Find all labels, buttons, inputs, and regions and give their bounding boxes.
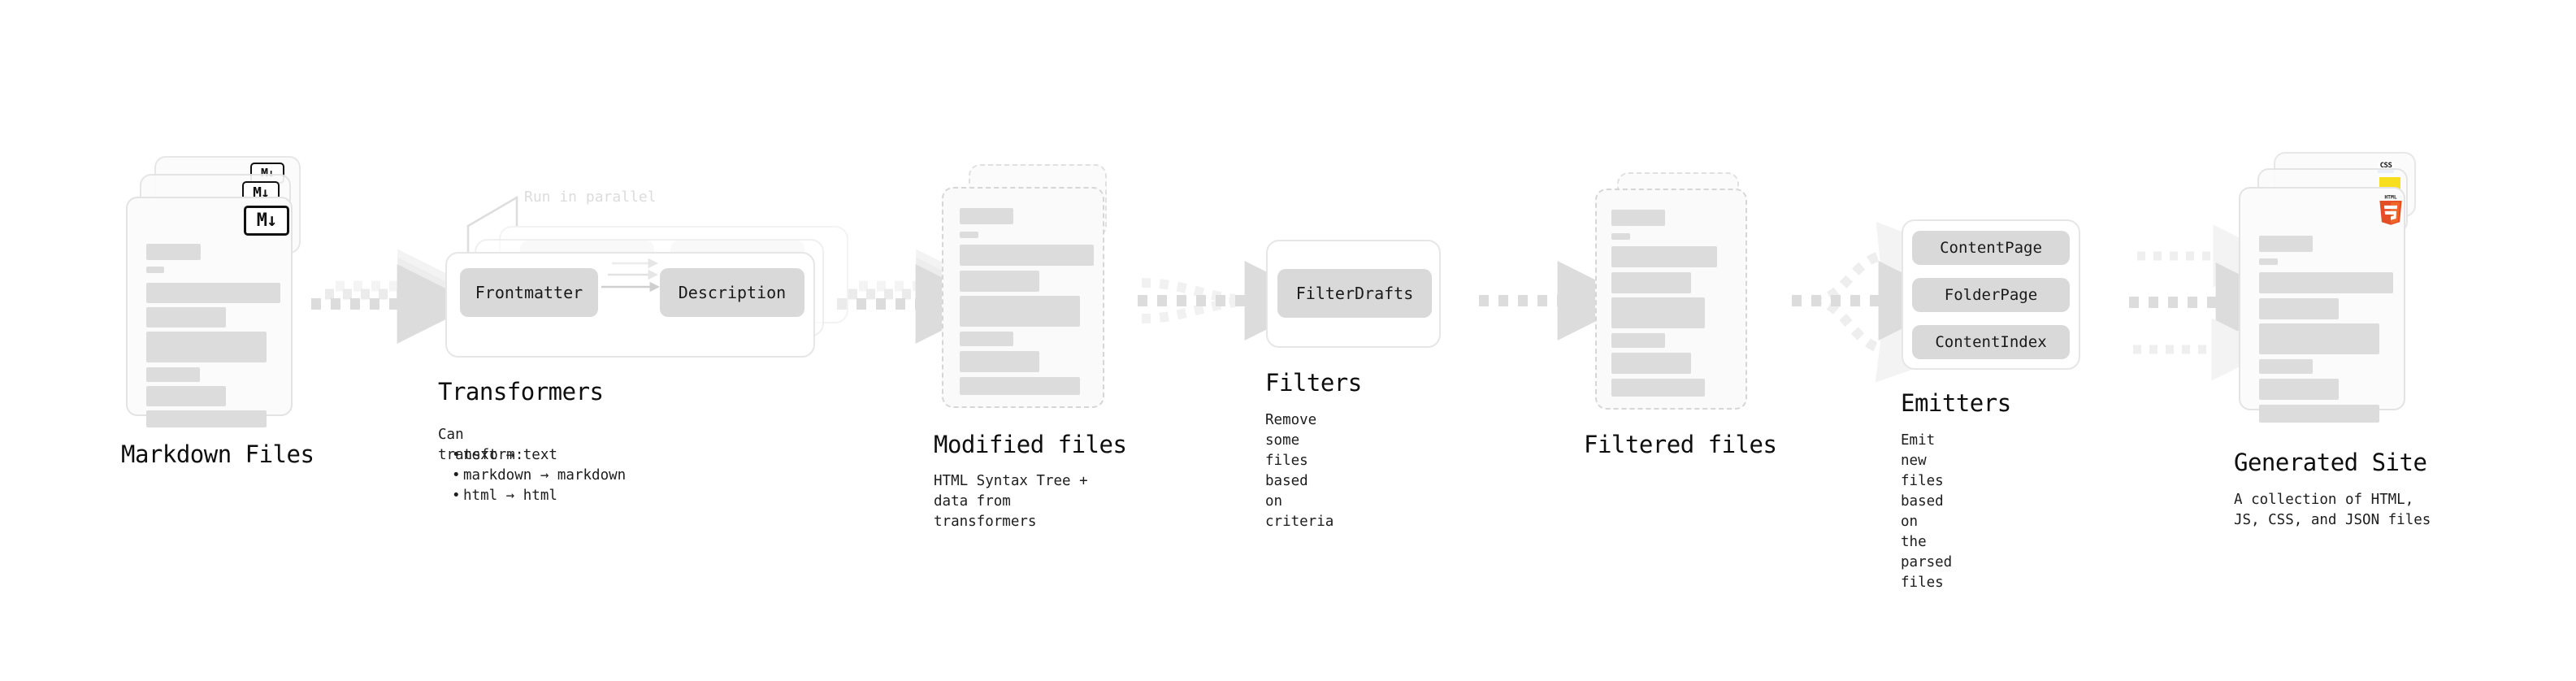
transformer-bullet-item: html → html: [452, 486, 626, 506]
skeleton-bar: [1611, 233, 1630, 240]
skeleton-bar: [960, 332, 1013, 346]
skeleton-bar: [2259, 236, 2313, 252]
stage-title-markdown-files: Markdown Files: [121, 440, 314, 468]
skeleton-bar: [1611, 379, 1705, 397]
arrow-transformers-to-modified: [837, 249, 995, 344]
skeleton-bar: [1611, 353, 1691, 374]
skeleton-bar: [1611, 272, 1691, 293]
skeleton-bar: [960, 245, 1094, 266]
transformer-bullet-list: text → text markdown → markdown html → h…: [450, 445, 626, 506]
generated-card-stack: CSS HTML: [2235, 150, 2438, 427]
modified-card-stack: [935, 163, 1121, 423]
skeleton-bar: [146, 244, 201, 260]
stage-markdown-files: M↓ M↓ M↓ Markdown Files: [121, 154, 314, 468]
stage-generated-site: CSS HTML: [2234, 150, 2438, 528]
stage-title-filters: Filters: [1265, 369, 1362, 397]
skeleton-bar: [2259, 272, 2393, 293]
skeleton-bar: [2259, 323, 2379, 354]
stage-desc-generated-site: A collection of HTML, JS, CSS, and JSON …: [2234, 492, 2431, 528]
emitter-pill-contentpage[interactable]: ContentPage: [1912, 231, 2070, 265]
arrow-filtered-to-emitters: [1792, 221, 1958, 383]
skeleton-bar: [146, 283, 280, 303]
arrow-markdown-to-transformers: [311, 249, 477, 344]
skeleton-bar: [2259, 359, 2313, 374]
stage-title-generated-site: Generated Site: [2234, 449, 2427, 476]
filtered-card-stack: [1585, 171, 1772, 423]
stage-title-transformers: Transformers: [438, 378, 604, 406]
transformer-pill-frontmatter[interactable]: Frontmatter: [460, 268, 598, 317]
skeleton-bar: [146, 367, 200, 382]
skeleton-bar: [1611, 333, 1665, 348]
css-badge-label: CSS: [2378, 162, 2394, 170]
transformer-bullet-item: markdown → markdown: [452, 466, 626, 486]
stage-title-filtered-files: Filtered files: [1584, 431, 1777, 458]
arrow-modified-to-filters: [1138, 261, 1325, 340]
transformer-inner-arrows: [601, 258, 660, 293]
skeleton-bar: [146, 410, 267, 427]
run-in-parallel-note: Run in parallel: [524, 189, 657, 206]
skeleton-bar: [1611, 297, 1705, 328]
skeleton-bar: [146, 386, 226, 406]
skeleton-bar: [960, 208, 1013, 224]
emitter-pill-folderpage[interactable]: FolderPage: [1912, 278, 2070, 312]
stage-modified-files: Modified files HTML Syntax Tree + data f…: [934, 163, 1127, 530]
transformer-bullet-item: text → text: [452, 445, 626, 466]
skeleton-bar: [146, 267, 164, 273]
stage-title-emitters: Emitters: [1901, 389, 2011, 417]
stage-desc-emitters: Emit new files based on the parsed files: [1901, 432, 1953, 591]
skeleton-bar: [1611, 246, 1717, 267]
skeleton-bar: [2259, 298, 2339, 319]
skeleton-bar: [960, 271, 1039, 292]
skeleton-bar: [2259, 258, 2278, 265]
skeleton-bar: [1611, 210, 1665, 226]
skeleton-bar: [2259, 379, 2339, 400]
emitter-pill-contentindex[interactable]: ContentIndex: [1912, 325, 2070, 359]
skeleton-bar: [960, 232, 978, 238]
skeleton-bar: [960, 377, 1080, 395]
skeleton-bar: [2259, 405, 2379, 423]
stage-desc-filters: Remove some files based on criteria: [1265, 412, 1334, 530]
stage-filtered-files: Filtered files: [1584, 171, 1777, 458]
skeleton-bar: [960, 296, 1080, 327]
arrow-emitters-to-site: [2129, 224, 2296, 381]
markdown-badge-front: M↓: [244, 206, 289, 236]
skeleton-bar: [146, 332, 267, 362]
skeleton-bar: [960, 351, 1039, 372]
transformer-pill-description[interactable]: Description: [660, 268, 804, 317]
stage-desc-modified-files: HTML Syntax Tree + data from transformer…: [934, 473, 1088, 530]
markdown-card-stack: M↓ M↓ M↓: [122, 154, 309, 431]
svg-text:HTML: HTML: [2384, 193, 2396, 200]
skeleton-bar: [146, 307, 226, 327]
html5-badge: HTML: [2377, 193, 2405, 227]
stage-title-modified-files: Modified files: [934, 431, 1127, 458]
filter-pill-filterdrafts[interactable]: FilterDrafts: [1277, 269, 1432, 318]
